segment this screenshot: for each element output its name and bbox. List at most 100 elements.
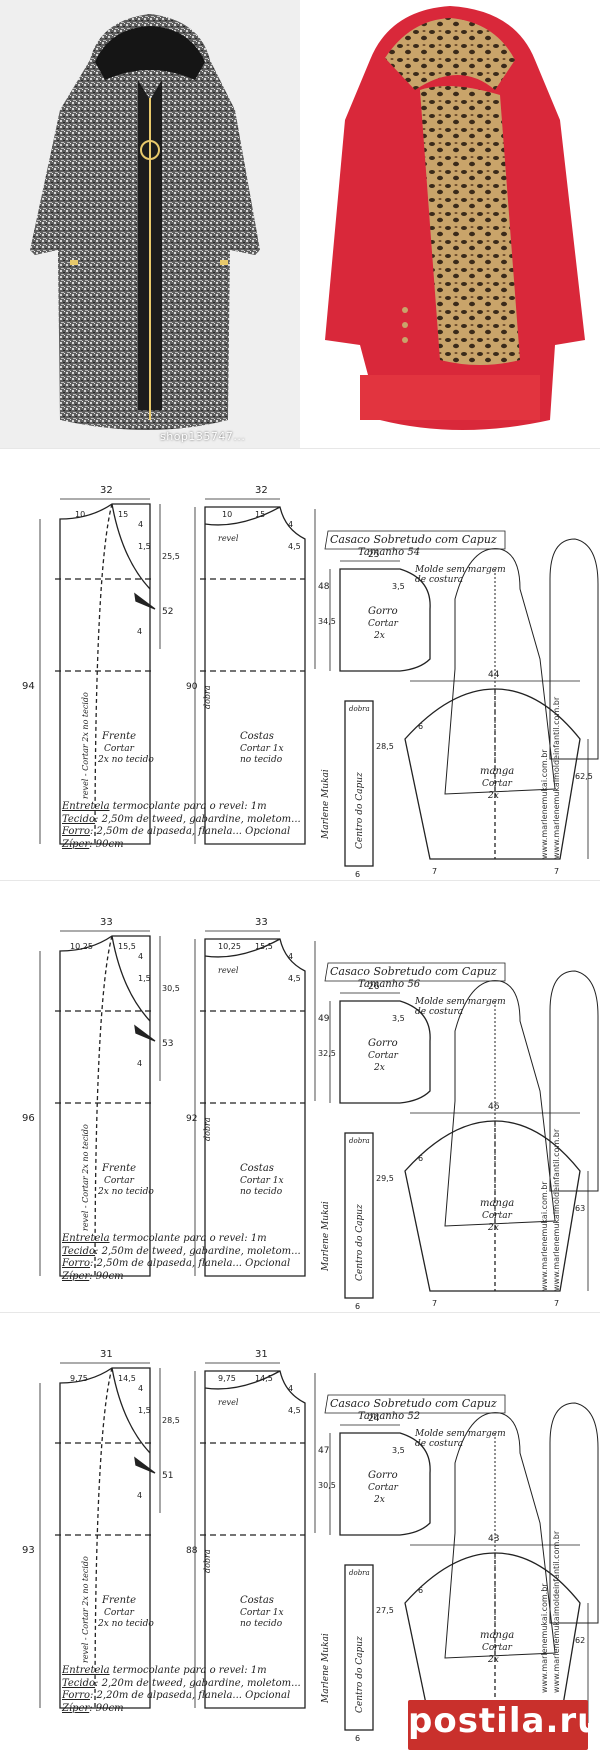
signature: Marlene Mukai [321, 1633, 331, 1704]
svg-text:revel - Cortar 2x no tecido: revel - Cortar 2x no tecido [81, 1556, 90, 1663]
svg-text:Cortar: Cortar [368, 619, 399, 629]
svg-text:26: 26 [368, 982, 380, 992]
svg-text:4: 4 [138, 952, 143, 961]
svg-text:14,5: 14,5 [118, 1374, 136, 1383]
svg-text:2x no tecido: 2x no tecido [97, 1619, 154, 1629]
svg-text:7: 7 [432, 1299, 437, 1308]
front-width: 32 [100, 485, 113, 496]
svg-text:2x: 2x [373, 1063, 385, 1073]
svg-text:2x: 2x [487, 791, 499, 801]
svg-text:3,5: 3,5 [392, 582, 405, 591]
sleeve-piece-outline [404, 688, 581, 860]
svg-text:28,5: 28,5 [162, 1416, 180, 1425]
postila-logo [408, 1700, 588, 1750]
svg-text:10,25: 10,25 [70, 942, 93, 951]
svg-text:46: 46 [488, 1102, 500, 1112]
svg-text:25,5: 25,5 [162, 552, 180, 561]
svg-text:revel - Cortar 2x no tecido: revel - Cortar 2x no tecido [81, 1124, 90, 1231]
svg-text:62: 62 [575, 1636, 585, 1645]
svg-text:51: 51 [162, 1471, 173, 1481]
svg-text:Cortar 1x: Cortar 1x [240, 744, 284, 754]
svg-text:dobra: dobra [349, 705, 370, 713]
pattern-sheet-size-54: 32 10 15 4 1,5 25,5 52 94 4 Frente Corta… [0, 448, 600, 881]
svg-text:Centro do Capuz: Centro do Capuz [355, 772, 365, 849]
svg-text:30,5: 30,5 [162, 984, 180, 993]
svg-text:4,5: 4,5 [288, 974, 301, 983]
svg-text:revel: revel [218, 1398, 239, 1407]
svg-text:4: 4 [138, 1384, 143, 1393]
svg-text:15: 15 [118, 510, 128, 519]
back-piece-outline [204, 506, 306, 845]
svg-text:10: 10 [222, 510, 232, 519]
pattern-sheet-size-52: 31 9,75 14,5 4 1,5 28,5 51 93 4 Frente C… [0, 1312, 600, 1745]
signature: Marlene Mukai [321, 1201, 331, 1272]
svg-text:30,5: 30,5 [318, 1481, 336, 1490]
svg-text:Costas: Costas [240, 1163, 274, 1174]
svg-text:7: 7 [554, 867, 559, 876]
svg-text:31: 31 [100, 1349, 113, 1360]
website-2: www.marlenemukaimoldeinfantil.com.br [552, 1128, 561, 1291]
svg-text:53: 53 [162, 1039, 173, 1049]
signature: Marlene Mukai [321, 769, 331, 840]
coat-sketch-front [444, 548, 556, 795]
svg-text:2x: 2x [373, 631, 385, 641]
svg-text:Cortar: Cortar [482, 1643, 513, 1653]
svg-text:43: 43 [488, 1534, 499, 1544]
svg-text:dobra: dobra [203, 1117, 212, 1141]
sheet-title: Casaco Sobretudo com Capuz [330, 1397, 497, 1410]
svg-text:2x: 2x [487, 1223, 499, 1233]
svg-text:7: 7 [554, 1299, 559, 1308]
svg-text:3,5: 3,5 [392, 1014, 405, 1023]
svg-text:48: 48 [318, 582, 330, 592]
svg-text:4: 4 [137, 1491, 142, 1500]
website-2: www.marlenemukaimoldeinfantil.com.br [552, 1530, 561, 1693]
materials-notes: Entretela termocolante para o revel: 1m … [62, 1233, 301, 1282]
svg-text:Frente: Frente [101, 1595, 136, 1606]
svg-text:revel: revel [218, 534, 239, 543]
front-piece-outline [59, 503, 151, 845]
svg-text:dobra: dobra [203, 685, 212, 709]
svg-text:92: 92 [186, 1114, 197, 1124]
website-1: www.marlenemukai.com.br [540, 1181, 549, 1291]
svg-text:1,5: 1,5 [138, 542, 151, 551]
front-width: 33 [100, 917, 113, 928]
svg-text:Cortar: Cortar [482, 779, 513, 789]
svg-text:no tecido: no tecido [240, 1187, 283, 1197]
svg-text:de costura: de costura [415, 1007, 463, 1017]
svg-text:31: 31 [255, 1349, 268, 1360]
product-photos: shop135747... [0, 0, 600, 448]
svg-text:15,5: 15,5 [255, 942, 273, 951]
svg-text:Costas: Costas [240, 731, 274, 742]
svg-text:Gorro: Gorro [368, 606, 398, 617]
svg-text:90: 90 [186, 682, 198, 692]
svg-text:96: 96 [22, 1113, 35, 1124]
svg-text:32,5: 32,5 [318, 1049, 336, 1058]
svg-text:24: 24 [368, 1414, 380, 1424]
svg-text:4,5: 4,5 [288, 1406, 301, 1415]
svg-text:9,75: 9,75 [218, 1374, 236, 1383]
svg-text:manga: manga [480, 1198, 514, 1209]
svg-text:Molde sem margem: Molde sem margem [414, 565, 506, 575]
photo-caption: shop135747... [160, 430, 246, 443]
svg-text:1,5: 1,5 [138, 1406, 151, 1415]
svg-text:dobra: dobra [349, 1569, 370, 1577]
sheet-title: Casaco Sobretudo com Capuz [330, 533, 497, 546]
sheet-size: Tamanho 52 [358, 1411, 420, 1422]
svg-text:de costura: de costura [415, 1439, 463, 1449]
svg-text:Gorro: Gorro [368, 1038, 398, 1049]
postila-logo-text: postila.ru [408, 1701, 600, 1741]
svg-text:6: 6 [355, 1734, 360, 1743]
svg-text:6: 6 [355, 870, 360, 879]
svg-text:49: 49 [318, 1014, 330, 1024]
svg-text:Cortar: Cortar [482, 1211, 513, 1221]
svg-text:28,5: 28,5 [376, 742, 394, 751]
svg-text:6: 6 [355, 1302, 360, 1311]
svg-text:2x no tecido: 2x no tecido [97, 1187, 154, 1197]
gray-coat-photo [0, 0, 300, 448]
svg-text:2x: 2x [487, 1655, 499, 1665]
front-length: 94 [22, 681, 35, 692]
svg-text:4: 4 [137, 627, 142, 636]
svg-text:52: 52 [162, 607, 173, 617]
svg-text:Frente: Frente [101, 1163, 136, 1174]
svg-text:9,75: 9,75 [70, 1374, 88, 1383]
